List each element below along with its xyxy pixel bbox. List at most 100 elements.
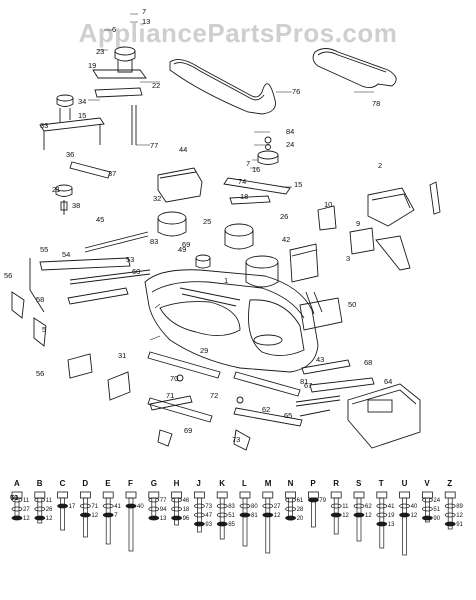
callout-label: 69 [184, 426, 192, 435]
fastener-letter: F [128, 479, 133, 488]
callout-label: 15 [78, 111, 86, 120]
fastener-part-number: 12 [23, 516, 30, 522]
fastener-part-number: 24 [433, 498, 440, 504]
fastener-column: C17 [57, 479, 76, 531]
callout-label: 76 [292, 87, 300, 96]
fastener-part-number: 90 [433, 516, 440, 522]
fastener-letter: R [333, 479, 339, 488]
washer-icon [216, 503, 228, 509]
callout-label: 74 [238, 177, 246, 186]
fastener-part-number: 12 [46, 516, 53, 522]
bolt-head-icon [285, 491, 297, 499]
washer-icon [308, 497, 319, 503]
fastener-part-number: 89 [456, 504, 463, 510]
callout-label: 73 [232, 435, 240, 444]
callout-label: 3 [346, 254, 350, 263]
bolt-head-icon [399, 491, 411, 499]
callout-label: 25 [203, 217, 211, 226]
washer-icon [102, 512, 114, 518]
callout-label: 71 [10, 493, 18, 502]
callout-label: 9 [356, 219, 360, 228]
washer-icon [444, 503, 456, 509]
fastener-part-number: 41 [388, 504, 395, 510]
bolt-shank-icon [356, 497, 362, 542]
washer-icon [262, 512, 274, 518]
callout-label: 45 [96, 215, 104, 224]
callout-label: 43 [316, 355, 324, 364]
callout-label: 1 [224, 276, 228, 285]
washer-icon [34, 515, 46, 521]
fastener-part-number: 62 [365, 504, 372, 510]
callout-label: 55 [40, 245, 48, 254]
fastener-letter: A [14, 479, 20, 488]
watermark: AppliancePartsPros.com [78, 18, 398, 48]
bolt-shank-icon [105, 497, 111, 545]
washer-icon [216, 521, 228, 527]
callout-label: 77 [150, 141, 158, 150]
callout-label: 22 [152, 81, 160, 90]
washer-icon [330, 503, 342, 509]
fastener-letter: B [37, 479, 43, 488]
fastener-part-number: 12 [365, 513, 372, 519]
fastener-column: P79 [307, 479, 327, 528]
fastener-part-number: 94 [160, 507, 167, 513]
callout-label: 15 [294, 180, 302, 189]
bolt-head-icon [353, 491, 365, 499]
callout-label: 81 [300, 377, 308, 386]
callout-label: 72 [210, 391, 218, 400]
part-45 [84, 231, 149, 249]
callout-label: 13 [142, 17, 150, 26]
callout-label: 54 [62, 250, 70, 259]
fastener-letter: E [105, 479, 111, 488]
fastener-part-number: 26 [46, 507, 53, 513]
fastener-part-number: 28 [297, 507, 304, 513]
fastener-part-number: 11 [342, 504, 349, 510]
fastener-part-number: 19 [388, 513, 395, 519]
bolt-head-icon [421, 491, 433, 499]
fastener-part-number: 46 [183, 498, 190, 504]
washer-icon [148, 515, 160, 521]
callout-label: 26 [280, 212, 288, 221]
callout-label: 42 [282, 235, 290, 244]
bolt-shank-icon [265, 497, 271, 554]
washer-icon [80, 503, 91, 509]
washer-icon [239, 503, 251, 509]
bolt-head-icon [57, 491, 68, 499]
callout-label: 84 [286, 127, 294, 136]
washer-icon [422, 506, 433, 512]
washer-icon [171, 515, 182, 521]
blade-left [147, 397, 213, 423]
fastener-letter: U [402, 479, 408, 488]
bolt-head-icon [376, 491, 388, 499]
fastener-part-number: 27 [23, 507, 30, 513]
callout-label: 83 [150, 237, 158, 246]
fastener-part-number: 12 [411, 513, 418, 519]
fastener-part-number: 12 [342, 513, 349, 519]
fastener-letter: T [379, 479, 384, 488]
callout-label: 78 [372, 99, 380, 108]
callout-label: 2 [378, 161, 382, 170]
washer-icon [34, 497, 46, 503]
bolt-shank-icon [242, 497, 248, 547]
bolt-shank-icon [151, 497, 157, 519]
callout-label: 62 [262, 405, 270, 414]
fastener-part-number: 11 [23, 498, 30, 504]
washer-icon [148, 506, 160, 512]
callout-label: 38 [72, 201, 80, 210]
washer-icon [444, 512, 456, 518]
fastener-letter: L [242, 479, 247, 488]
fastener-part-number: 47 [205, 513, 212, 519]
fastener-letter: P [310, 479, 316, 488]
fastener-letter: D [82, 479, 88, 488]
belt-78 [312, 48, 397, 89]
fastener-part-number: 83 [228, 504, 235, 510]
